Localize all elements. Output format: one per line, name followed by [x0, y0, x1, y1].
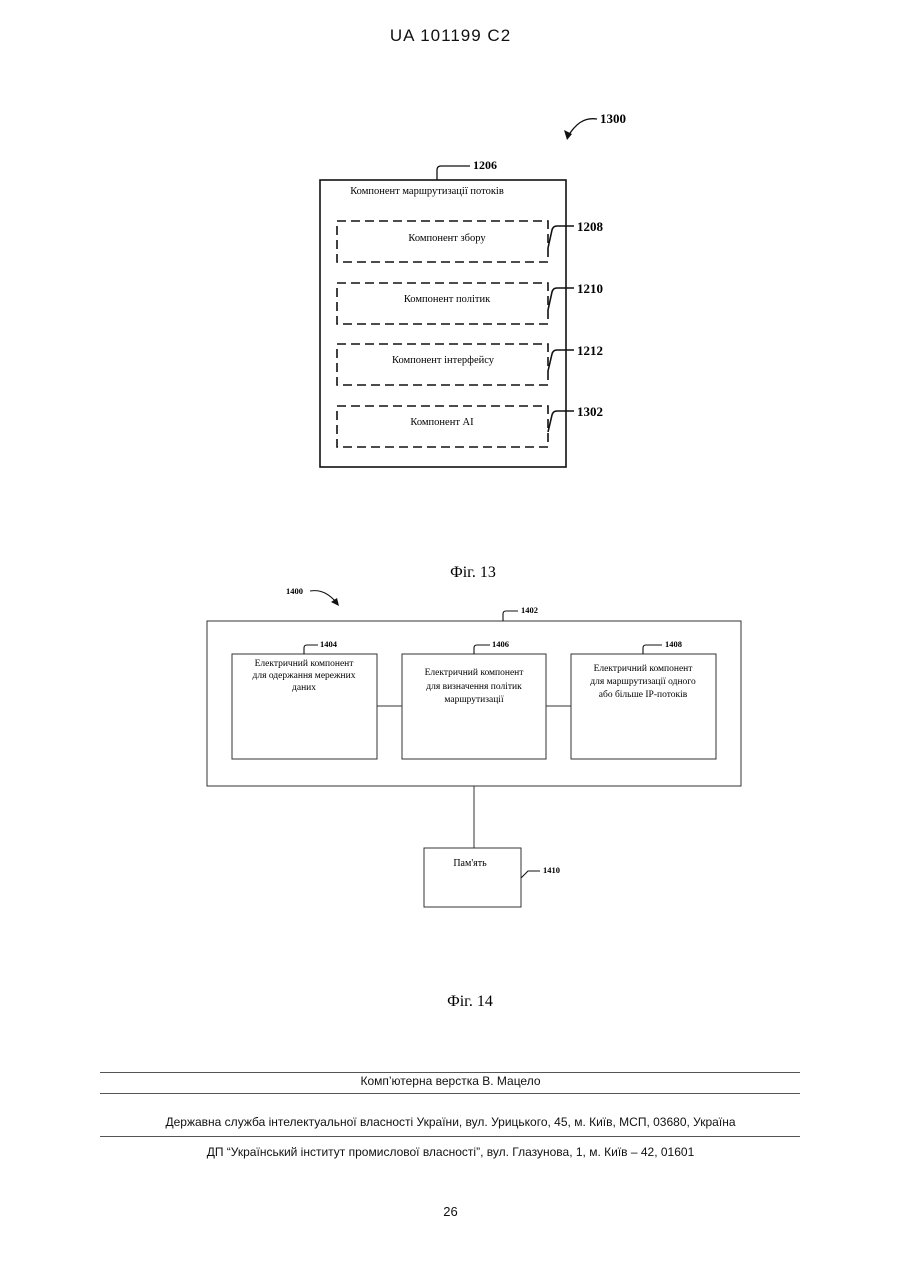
memory-label: Пам'ять	[453, 858, 487, 869]
figure-13: 1300 Компонент маршрутизації потоків 120…	[320, 111, 626, 581]
block-ip-flow-routing-line-3: або більше IP-потоків	[599, 689, 688, 700]
memory-leader	[521, 871, 540, 878]
footer-rule-1	[100, 1072, 800, 1073]
component-collection-leader	[548, 226, 574, 248]
memory-box	[424, 848, 521, 907]
component-interface-label: Компонент інтерфейсу	[392, 355, 495, 366]
memory-block: Пам'ять 1410	[424, 848, 560, 907]
block-routing-policies: Електричний компонент для визначення пол…	[402, 639, 546, 759]
block-network-data-line-1: Електричний компонент	[255, 658, 355, 669]
fig14-ref-1402: 1402	[521, 605, 538, 615]
component-ai-ref: 1302	[577, 404, 603, 419]
flow-routing-component-title: Компонент маршрутизації потоків	[350, 186, 504, 197]
figure-13-caption: Фіг. 13	[450, 564, 496, 581]
footer-institute: ДП “Український інститут промислової вла…	[0, 1145, 901, 1159]
component-interface-ref: 1212	[577, 343, 603, 358]
block-network-data-box	[232, 654, 377, 759]
fig13-ref-arrow-line	[567, 119, 597, 138]
component-interface: Компонент інтерфейсу 1212	[337, 343, 603, 385]
figure-14: 1400 1402 Електричний компонент для одер…	[207, 586, 741, 1010]
component-interface-leader	[548, 350, 574, 371]
page-number: 26	[0, 1204, 901, 1219]
component-policies-leader	[548, 288, 574, 310]
block-routing-policies-line-3: маршрутизації	[444, 695, 504, 705]
footer-layout-credit: Комп’ютерна верстка В. Мацело	[0, 1074, 901, 1088]
footer-agency: Державна служба інтелектуальної власност…	[0, 1115, 901, 1129]
fig14-1402-leader	[503, 611, 518, 621]
fig13-1206-leader	[437, 166, 470, 180]
block-ip-flow-routing-line-2: для маршрутизації одного	[590, 677, 696, 687]
component-ai-label: Компонент AI	[410, 417, 474, 428]
block-ip-flow-routing-leader	[643, 645, 662, 654]
fig13-ref-main: 1300	[600, 111, 626, 126]
component-collection-label: Компонент збору	[408, 233, 486, 244]
block-network-data-line-2: для одержання мережних	[253, 671, 356, 681]
memory-ref: 1410	[543, 865, 560, 875]
fig14-ref-arrowhead	[331, 598, 339, 606]
component-collection: Компонент збору 1208	[337, 219, 604, 262]
block-network-data-ref: 1404	[320, 639, 338, 649]
block-ip-flow-routing: Електричний компонент для маршрутизації …	[571, 639, 716, 759]
footer-rule-2	[100, 1093, 800, 1094]
block-network-data-leader	[304, 645, 318, 654]
block-routing-policies-ref: 1406	[492, 639, 509, 649]
component-policies-label: Компонент політик	[404, 294, 491, 305]
component-policies-ref: 1210	[577, 281, 603, 296]
block-network-data: Електричний компонент для одержання мере…	[232, 639, 377, 759]
block-routing-policies-leader	[474, 645, 490, 654]
figure-14-caption: Фіг. 14	[447, 993, 493, 1010]
block-routing-policies-line-1: Електричний компонент	[425, 667, 525, 678]
component-policies: Компонент політик 1210	[337, 281, 603, 324]
component-ai-leader	[548, 411, 574, 432]
footer-rule-3	[100, 1136, 800, 1137]
component-ai: Компонент AI 1302	[337, 404, 603, 447]
block-ip-flow-routing-ref: 1408	[665, 639, 682, 649]
component-collection-ref: 1208	[577, 219, 604, 234]
block-network-data-line-3: даних	[292, 683, 316, 693]
fig13-ref-1206: 1206	[473, 158, 497, 172]
block-ip-flow-routing-line-1: Електричний компонент	[594, 663, 694, 674]
block-routing-policies-line-2: для визначення політик	[426, 682, 522, 692]
fig14-ref-main: 1400	[286, 586, 303, 596]
